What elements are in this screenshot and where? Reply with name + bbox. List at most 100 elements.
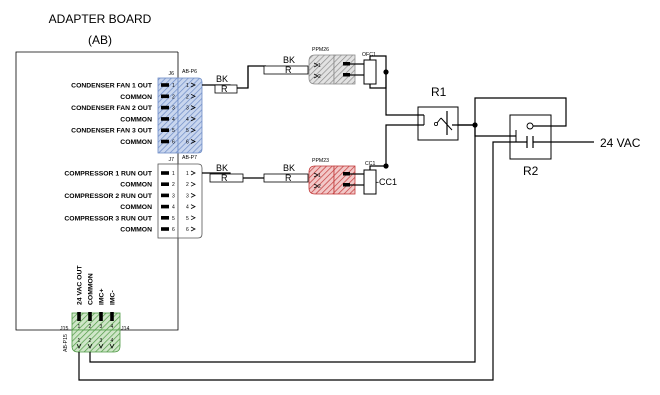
j6-plug: AB-P6 <box>182 69 197 75</box>
j7-pin-arrow <box>190 181 196 187</box>
j15-header-pin-number: 3 <box>100 324 103 330</box>
j6-pin-contact <box>161 128 169 132</box>
wire-label-r-1: R <box>221 84 228 94</box>
j6-header-pin-number: 1 <box>172 83 175 89</box>
j7-terminal-label: COMMON <box>120 227 152 234</box>
j6-header-pin-number: 2 <box>172 94 175 100</box>
j7-pin-arrow <box>190 226 196 232</box>
wire-label-r-4: R <box>285 173 292 183</box>
j7-plug-pin-number: 5 <box>186 216 189 222</box>
j7-terminal-label: COMMON <box>120 204 152 211</box>
j15-pin-contact <box>88 312 92 321</box>
j6-terminal-label: COMMON <box>120 94 152 101</box>
ppm26-header-body <box>333 54 356 85</box>
j15-header-pin-number: 4 <box>111 324 114 330</box>
j6-header-pin-number: 4 <box>172 117 175 123</box>
ppm23-pin-2: 2 <box>318 184 321 190</box>
j15-column: 24 VAC OUT 1 1 <box>77 265 84 349</box>
relay-r2: R2 24 VAC <box>474 97 641 178</box>
j6-ref: J6 <box>169 71 175 77</box>
j15-plug-pin-number: 1 <box>78 338 81 344</box>
j6-header-pin-number: 3 <box>172 106 175 112</box>
j6-plug-pin-number: 2 <box>186 94 189 100</box>
j6-terminal-label: COMMON <box>120 116 152 123</box>
relay-r1: R1 <box>385 72 478 150</box>
j15-plug-pin-number: 4 <box>111 338 114 344</box>
j15-header-pin-number: 1 <box>78 324 81 330</box>
j15-pin-arrow <box>98 343 104 349</box>
j7-plug-pin-number: 3 <box>186 193 189 199</box>
j15-plug-body <box>71 329 121 353</box>
j7-pin-arrow <box>190 204 196 209</box>
j7-plug-pin-number: 6 <box>186 227 189 233</box>
j7-pin-arrow <box>190 193 196 198</box>
j6-terminal-label: COMMON <box>120 139 152 146</box>
supply-label: 24 VAC <box>600 136 641 150</box>
wire-label-bk-4: BK <box>283 163 295 173</box>
j7-plug-pin-number: 1 <box>186 171 189 177</box>
j7-header-pin-number: 2 <box>172 182 175 188</box>
j7-terminal-label: COMPRESSOR 2 RUN OUT <box>64 193 152 200</box>
j6-pin-contact <box>161 83 169 87</box>
j15-terminal-label: 24 VAC OUT <box>77 265 84 305</box>
j15-pin-arrow <box>87 343 93 349</box>
ppm23-header-body <box>333 165 356 195</box>
cc1-side-label: -CC1 <box>376 177 397 187</box>
j6-plug-pin-number: 4 <box>186 117 189 123</box>
j6-plug-pin-number: 1 <box>186 83 189 89</box>
j7-pin-contact <box>161 216 169 220</box>
j7-header-pin-number: 3 <box>172 193 175 199</box>
connector-ppm26: PPM26 1 2 <box>308 47 356 85</box>
j7-pin-contact <box>161 193 169 198</box>
j15-plug-pin-number: 2 <box>89 338 92 344</box>
wire-label-bk-3: BK <box>216 163 228 173</box>
j15-pin-contact <box>110 312 114 321</box>
j6-pin-arrow <box>190 116 196 122</box>
j7-pin-contact <box>161 227 169 231</box>
j15-ref: J15 <box>60 326 68 332</box>
board-title: ADAPTER BOARD <box>49 12 152 26</box>
j7-header-pin-number: 5 <box>172 216 175 222</box>
j7-pin-contact <box>161 171 169 175</box>
cc1-coil: CC1 -CC1 <box>350 150 397 195</box>
j7-pin-contact <box>161 204 169 209</box>
j7-pin-arrow <box>190 215 196 221</box>
board-subtitle: (AB) <box>88 33 112 47</box>
board-outline <box>15 51 179 331</box>
j15-column: IMC- 4 4 <box>110 290 117 349</box>
j6-pin-arrow <box>190 93 196 99</box>
j6-pin-contact <box>161 94 169 99</box>
ofc1-label: OFC1 <box>362 52 376 58</box>
wire-label-r-3: R <box>221 173 228 183</box>
j15-terminal-label: IMC- <box>110 290 117 305</box>
j15-header-pin-number: 2 <box>89 324 92 330</box>
wire-label-r-2: R <box>285 65 292 75</box>
j6-pin-arrow <box>190 82 196 88</box>
ppm23-plug-body <box>308 165 335 195</box>
j15-plug-pin-number: 3 <box>100 338 103 344</box>
j7-row: COMPRESSOR 3 RUN OUT 5 5 <box>64 215 196 222</box>
wire-j7-to-ppm23: BK R BK R <box>202 163 309 183</box>
j7-row: COMPRESSOR 2 RUN OUT 3 3 <box>64 193 196 200</box>
j7-ref: J7 <box>169 157 175 163</box>
cc1-label: CC1 <box>365 161 375 167</box>
wire-j6-to-ppm26: BK R BK R <box>202 55 309 94</box>
j6-pin-arrow <box>190 139 196 144</box>
j6-plug-pin-number: 5 <box>186 128 189 134</box>
r1-label: R1 <box>431 85 447 99</box>
j7-terminal-label: COMPRESSOR 3 RUN OUT <box>64 215 152 222</box>
j6-pin-contact <box>161 105 169 110</box>
j6-terminal-label: CONDENSER FAN 2 OUT <box>71 105 153 112</box>
connector-j15: J15 J14 AB-P15 24 VAC OUT11COMMON22IMC+3… <box>60 265 129 353</box>
j6-plug-pin-number: 6 <box>186 140 189 146</box>
connector-ppm23: PPM23 1 2 <box>308 158 356 195</box>
